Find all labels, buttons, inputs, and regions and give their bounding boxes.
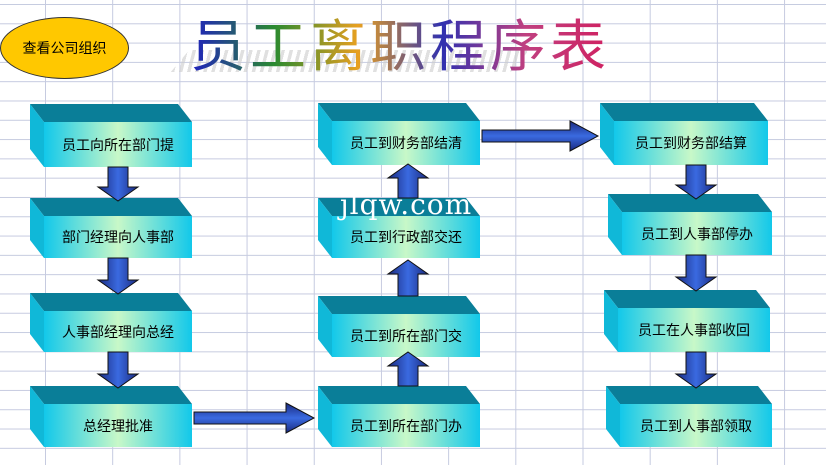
- arrow-up-icon: [386, 259, 430, 297]
- step-label: 员工在人事部收回: [618, 308, 770, 352]
- step-label: 员工到人事部停办: [622, 212, 772, 255]
- view-org-button[interactable]: 查看公司组织: [0, 17, 129, 79]
- step-label: 员工到所在部门交: [332, 314, 480, 357]
- step-box[interactable]: 员工到人事部领取: [606, 386, 772, 447]
- step-box[interactable]: 总经理批准: [30, 386, 192, 447]
- step-label: 员工到行政部交还: [332, 216, 480, 258]
- step-box[interactable]: 员工到人事部停办: [608, 194, 772, 255]
- step-box[interactable]: 部门经理向人事部: [30, 198, 192, 258]
- step-label: 总经理批准: [44, 404, 192, 447]
- step-box[interactable]: 员工到财务部结清: [318, 103, 480, 165]
- arrow-down-icon: [96, 351, 140, 389]
- arrow-down-icon: [674, 254, 718, 292]
- watermark: jlqw.com: [340, 188, 473, 221]
- arrow-right-icon: [481, 120, 600, 152]
- step-label: 员工向所在部门提: [44, 122, 192, 167]
- step-box[interactable]: 人事部经理向总经: [30, 293, 192, 352]
- step-box[interactable]: 员工到所在部门办: [318, 386, 480, 447]
- arrow-down-icon: [674, 351, 718, 389]
- step-box[interactable]: 员工到财务部结算: [600, 103, 768, 165]
- step-box[interactable]: 员工在人事部收回: [604, 290, 770, 352]
- arrow-down-icon: [96, 166, 140, 202]
- step-box[interactable]: 员工到行政部交还: [318, 198, 480, 258]
- step-label: 员工到财务部结算: [614, 121, 768, 165]
- step-box[interactable]: 员工到所在部门交: [318, 296, 480, 357]
- arrow-up-icon: [386, 351, 430, 387]
- step-box[interactable]: 员工向所在部门提: [30, 104, 192, 167]
- step-label: 员工到所在部门办: [332, 404, 480, 447]
- arrow-right-icon: [193, 402, 316, 434]
- step-label: 部门经理向人事部: [44, 216, 192, 258]
- step-label: 人事部经理向总经: [44, 311, 192, 352]
- arrow-down-icon: [96, 257, 140, 295]
- step-label: 员工到财务部结清: [332, 121, 480, 165]
- step-label: 员工到人事部领取: [620, 404, 772, 447]
- page-title: 员工离职程序表: [190, 2, 610, 83]
